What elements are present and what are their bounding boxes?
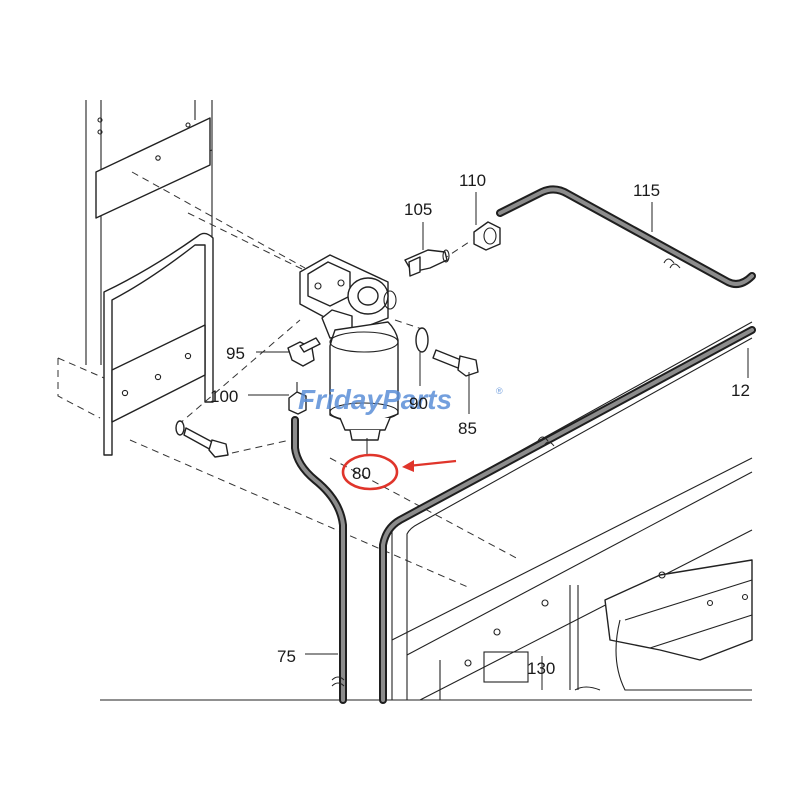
assembly-guide-lines	[129, 171, 521, 589]
clamp-110	[473, 221, 501, 251]
watermark: FridayParts ®	[298, 384, 503, 415]
connector-105	[404, 249, 450, 277]
bolt-85	[432, 349, 479, 377]
watermark-registered-mark: ®	[496, 386, 503, 396]
highlight-arrow-head	[402, 460, 414, 472]
mounting-frame	[57, 100, 214, 456]
fitting-100	[288, 382, 307, 415]
highlight-arrow-shaft	[407, 459, 457, 468]
callout-90[interactable]: 90	[409, 394, 428, 413]
fuel-filter-assembly	[299, 254, 399, 441]
callout-95[interactable]: 95	[226, 344, 245, 363]
callout-75[interactable]: 75	[277, 647, 296, 666]
washer-90	[415, 327, 429, 353]
callout-80[interactable]: 80	[352, 464, 371, 483]
elbow-95	[287, 337, 321, 367]
highlight-circle	[341, 453, 399, 491]
callout-115[interactable]: 115	[633, 181, 660, 200]
watermark-text: FridayParts	[298, 384, 452, 415]
leader-lines	[248, 192, 749, 690]
callout-100[interactable]: 100	[210, 387, 238, 406]
callout-130[interactable]: 130	[527, 659, 555, 678]
fuel-hoses	[291, 185, 756, 704]
highlight-annotation	[341, 453, 457, 491]
callout-85[interactable]: 85	[458, 419, 477, 438]
callout-110[interactable]: 110	[459, 171, 486, 190]
callout-12[interactable]: 12	[731, 381, 750, 400]
callout-labels: 110 115 105 95 100 90 85 12 80 75 130	[210, 171, 750, 678]
bolt-lower-left	[175, 420, 229, 458]
callout-105[interactable]: 105	[404, 200, 432, 219]
